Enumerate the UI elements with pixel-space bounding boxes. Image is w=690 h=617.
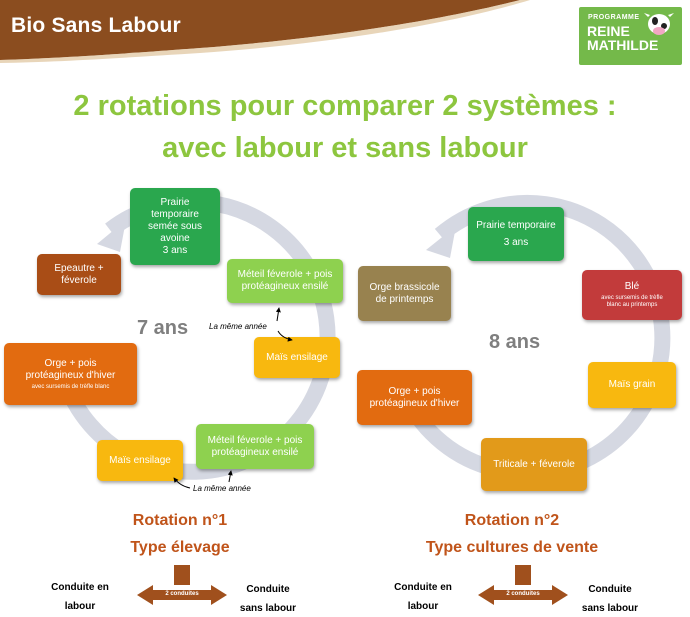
r2-orge-brassicole-line1: Orge brassicole [369, 281, 440, 293]
r1-title: Rotation n°1 [132, 512, 228, 529]
r2-title: Rotation n°2 [464, 512, 560, 529]
r1-subtitle: Type élevage [130, 539, 230, 556]
main-title-line2: avec labour et sans labour [162, 132, 528, 164]
r2-mais-label: Maïs grain [608, 379, 656, 390]
logo-mathilde-text: MATHILDE [587, 37, 659, 53]
r1-cond-right-line2: sans labour [239, 603, 297, 614]
r1-prairie-line5: 3 ans [162, 244, 188, 256]
r1-meteil-bottom-line1: Méteil féverole + pois [207, 434, 303, 446]
r1-mais-bottom-label: Maïs ensilage [109, 454, 171, 466]
r1-step-mais-bottom: Maïs ensilage [97, 440, 183, 481]
r2-cond-left: Conduite en labour [373, 578, 473, 616]
r1-orge-line2: protéagineux d'hiver [25, 369, 116, 381]
r1-two-conduites-label: 2 conduites [165, 591, 199, 597]
r1-meteil-bottom-line2: protéagineux ensilé [211, 446, 299, 458]
r1-cond-left-line1: Conduite en [51, 582, 109, 593]
r1-orge-line1: Orge + pois [44, 357, 97, 369]
r2-duration: 8 ans [489, 331, 541, 353]
r1-cond-right-line1: Conduite [246, 584, 290, 595]
r1-duration: 7 ans [137, 317, 189, 339]
r1-step-orge: Orge + pois protéagineux d'hiver avec su… [4, 343, 137, 405]
r2-cond-left-line1: Conduite en [394, 582, 452, 593]
r1-note-bottom: La même année [193, 484, 251, 493]
r1-step-meteil-bottom: Méteil féverole + pois protéagineux ensi… [196, 424, 314, 469]
r1-two-conduites-arrow [137, 565, 227, 605]
r1-orge-sub: avec sursemis de trèfle blanc [31, 383, 110, 390]
r2-two-conduites-arrow [478, 565, 568, 605]
logo-programme-text: PROGRAMME [588, 14, 640, 21]
r2-ble-line1: Blé [624, 281, 640, 292]
r2-step-triticale: Triticale + féverole [481, 438, 587, 491]
r2-orge-line2: protéagineux d'hiver [369, 397, 460, 409]
r2-step-ble: Blé avec sursemis de trèfle blanc au pri… [582, 270, 682, 320]
header-band [0, 0, 530, 63]
r1-prairie-line2: temporaire [151, 208, 199, 220]
r2-ble-sub1: avec sursemis de trèfle [601, 295, 663, 301]
r2-orge-line1: Orge + pois [388, 385, 441, 397]
r2-ble-sub2: blanc au printemps [606, 302, 658, 308]
r2-step-orge: Orge + pois protéagineux d'hiver [357, 370, 472, 425]
r2-subtitle: Type cultures de vente [425, 539, 599, 556]
r2-cond-right: Conduite sans labour [560, 580, 660, 617]
r1-prairie-line1: Prairie [160, 196, 190, 208]
r1-step-prairie: Prairie temporaire semée sous avoine 3 a… [130, 188, 220, 265]
r1-meteil-top-line1: Méteil féverole + pois [237, 269, 333, 280]
r1-prairie-line4: avoine [160, 232, 190, 244]
brand-title: Bio Sans Labour [11, 14, 181, 37]
main-title-line1: 2 rotations pour comparer 2 systèmes : [73, 90, 617, 122]
r1-mais-right-label: Maïs ensilage [266, 351, 328, 363]
r2-cond-left-line2: labour [407, 601, 439, 612]
r1-cond-left-line2: labour [64, 601, 96, 612]
r1-meteil-top-line2: protéagineux ensilé [241, 281, 329, 292]
r2-cond-right-line1: Conduite [588, 584, 632, 595]
r1-cond-left: Conduite en labour [30, 578, 130, 616]
r2-cond-right-line2: sans labour [581, 603, 639, 614]
r1-prairie-line3: semée sous [148, 220, 202, 232]
logo-reine-text: REINE [587, 23, 630, 39]
r2-orge-brassicole-line2: de printemps [375, 293, 434, 305]
r1-note-top: La même année [209, 322, 267, 331]
programme-logo: PROGRAMME REINE MATHILDE [579, 7, 682, 65]
r2-step-orge-brassicole: Orge brassicole de printemps [358, 266, 451, 321]
r2-two-conduites-label: 2 conduites [506, 591, 540, 597]
cow-icon [644, 13, 674, 35]
r1-epeautre-line1: Epeautre + [54, 262, 104, 274]
r1-step-meteil-top: Méteil féverole + pois protéagineux ensi… [227, 259, 343, 303]
r2-prairie-line2: 3 ans [503, 236, 529, 248]
r1-epeautre-line2: féverole [61, 274, 97, 286]
r1-step-epeautre: Epeautre + féverole [37, 254, 121, 295]
r2-prairie-line1: Prairie temporaire [476, 219, 556, 231]
r2-step-prairie: Prairie temporaire 3 ans [468, 207, 564, 261]
r2-step-mais: Maïs grain [588, 362, 676, 408]
r1-step-mais-right: Maïs ensilage [254, 337, 340, 378]
r2-triticale-label: Triticale + féverole [493, 458, 575, 470]
r1-cond-right: Conduite sans labour [218, 580, 318, 617]
